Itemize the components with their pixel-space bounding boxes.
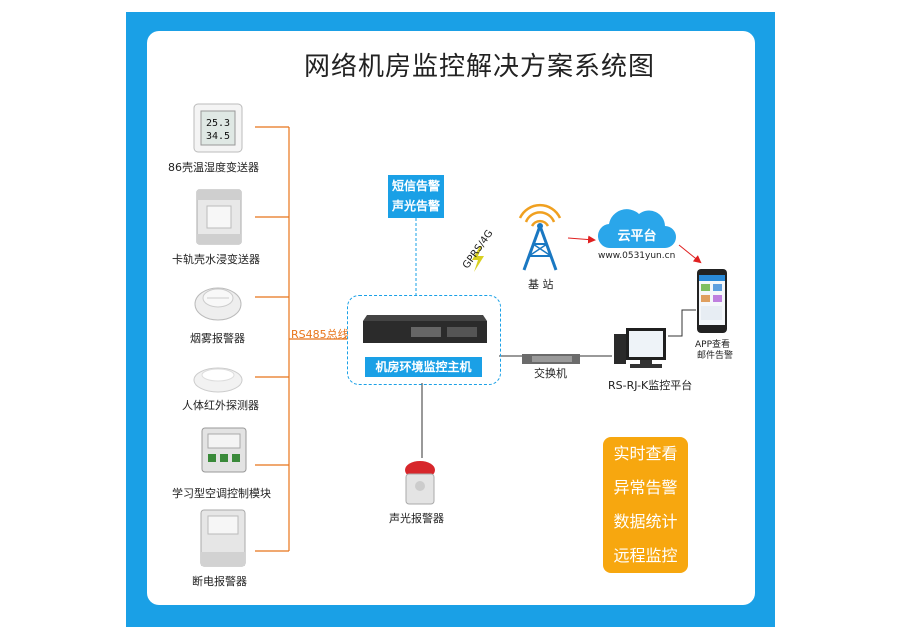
- feature-item: 异常告警: [613, 478, 678, 497]
- humidity-readout: 34.5: [206, 131, 230, 142]
- cloud-text: 云平台: [617, 228, 656, 244]
- cell-tower-icon: [518, 203, 562, 271]
- switch-icon: [522, 354, 580, 364]
- page-title: 网络机房监控解决方案系统图: [0, 46, 901, 83]
- feature-item: 远程监控: [613, 546, 678, 565]
- device-label: 卡轨壳水浸变送器: [172, 253, 260, 266]
- device-label: 烟雾报警器: [190, 332, 245, 345]
- temp-humidity-transmitter: 25.3 34.5: [193, 103, 243, 153]
- smoke-alarm: [193, 280, 243, 322]
- sounder-label: 声光报警器: [389, 512, 444, 525]
- control-module-icon: [201, 427, 247, 473]
- monitoring-host: [361, 313, 489, 347]
- monitoring-platform-pc: [612, 326, 668, 372]
- water-leak-transmitter: [191, 188, 247, 246]
- power-failure-alarm: [198, 508, 248, 568]
- lightning-icon: [470, 246, 486, 272]
- feature-box: 实时查看 异常告警 数据统计 远程监控: [603, 437, 688, 573]
- device-label: 86壳温湿度变送器: [168, 161, 259, 174]
- siren-icon: [405, 461, 435, 505]
- device-label: 人体红外探测器: [182, 399, 259, 412]
- phone-icon: [697, 269, 727, 333]
- device-label: 学习型空调控制模块: [172, 487, 271, 500]
- network-switch: [522, 350, 580, 364]
- din-rail-module-icon: [196, 189, 242, 245]
- sms-alarm-label: 短信告警: [391, 179, 440, 193]
- bus-label: RS485总线: [291, 328, 349, 341]
- email-label: 邮件告警: [697, 351, 734, 361]
- thermo-hygrometer-icon: 25.3 34.5: [193, 103, 243, 153]
- cloud-url: www.0531yun.cn: [598, 251, 676, 261]
- title-text: 网络机房监控解决方案系统图: [303, 52, 655, 82]
- device-label: 断电报警器: [192, 575, 247, 588]
- alarm-box: 短信告警 声光告警: [388, 175, 444, 218]
- cloud-icon: 云平台: [597, 209, 676, 249]
- ac-control-module: [198, 424, 250, 476]
- sound-light-alarm: [402, 458, 438, 506]
- switch-label: 交换机: [534, 367, 567, 380]
- host-group: [347, 295, 501, 385]
- rack-server-icon: [363, 315, 487, 343]
- host-label: 机房环境监控主机: [365, 357, 482, 377]
- base-station: [512, 200, 568, 272]
- power-alarm-icon: [200, 509, 246, 567]
- rs485-bus-lines: [255, 126, 347, 552]
- computer-icon: [614, 328, 666, 368]
- smoke-detector-icon: [194, 287, 242, 321]
- infrared-detector: [193, 362, 243, 394]
- sound-light-alarm-label: 声光告警: [391, 199, 440, 213]
- app-label: APP查看: [695, 340, 731, 350]
- mobile-phone: [696, 268, 728, 334]
- feature-item: 实时查看: [613, 444, 678, 463]
- platform-label: RS-RJ-K监控平台: [608, 379, 693, 392]
- base-station-label: 基 站: [528, 278, 554, 291]
- cloud-platform: 云平台: [597, 204, 677, 252]
- feature-item: 数据统计: [613, 512, 678, 531]
- pir-sensor-icon: [193, 367, 243, 393]
- temp-readout: 25.3: [206, 118, 230, 129]
